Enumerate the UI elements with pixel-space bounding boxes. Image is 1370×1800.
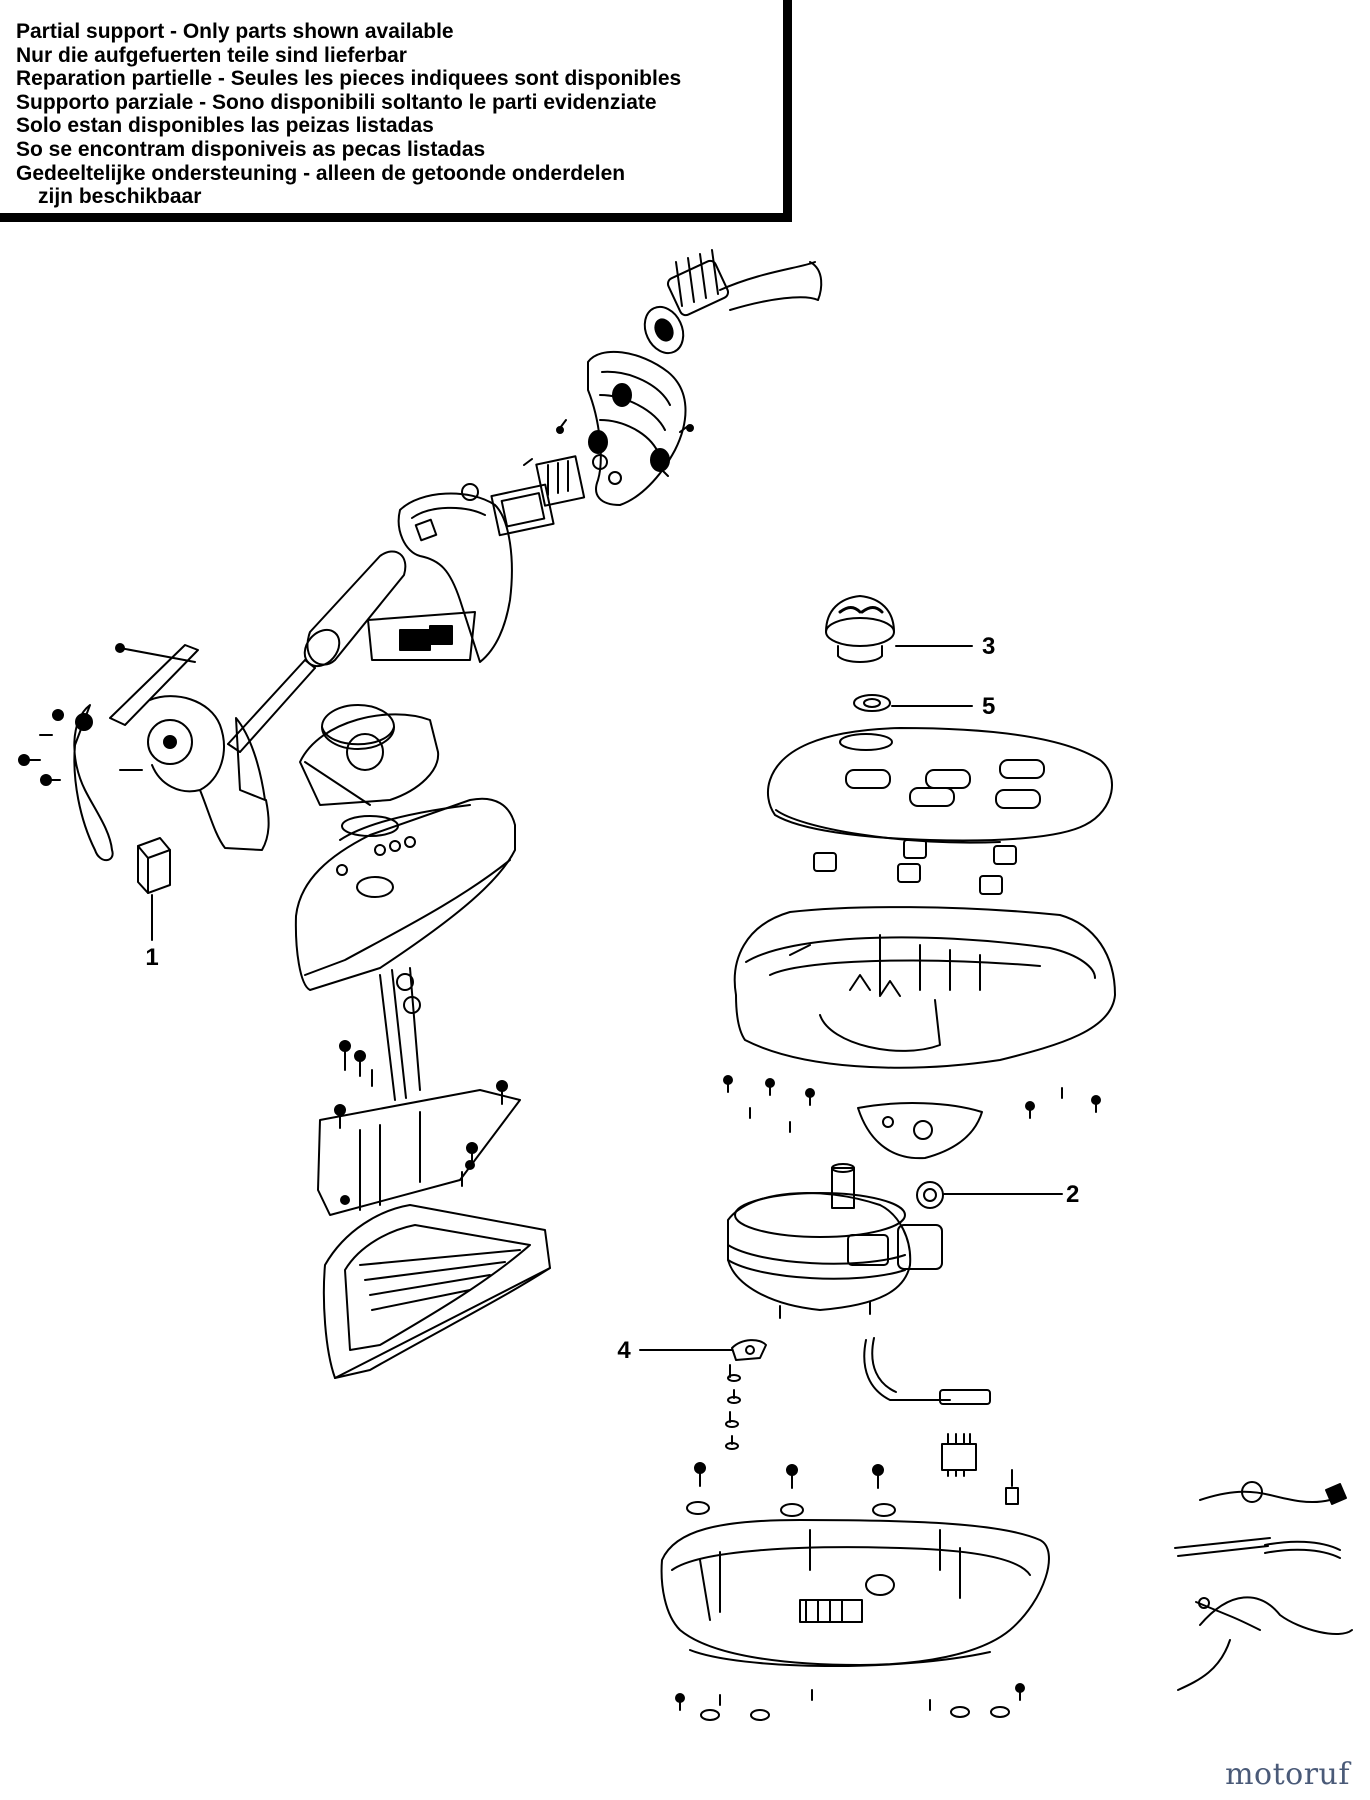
notice-text-block: Partial support - Only parts shown avail… xyxy=(16,20,681,209)
brand-name: motoruf xyxy=(1225,1757,1350,1792)
notice-line-en: Partial support - Only parts shown avail… xyxy=(16,20,454,43)
rear-handle-cover xyxy=(587,350,687,506)
hose-with-strain-relief xyxy=(643,249,823,355)
callout-2: 2 xyxy=(1066,1181,1079,1208)
part-3-filler-cap xyxy=(825,595,895,663)
generator-upper-housing xyxy=(733,906,1116,1069)
steam-boiler xyxy=(727,1163,943,1319)
brand-watermark: motoruf xyxy=(1225,1757,1350,1792)
panel-button-caps xyxy=(813,839,1017,895)
spindle-rod xyxy=(227,659,316,753)
base-fasteners xyxy=(686,1462,1019,1517)
callout-4: 4 xyxy=(617,1337,631,1364)
iron-upper-housing xyxy=(294,797,516,991)
iron-internal-frame xyxy=(317,967,521,1216)
callout-5: 5 xyxy=(982,693,995,720)
temperature-dial-housing xyxy=(299,704,440,806)
generator-top-panel xyxy=(766,727,1113,844)
notice-line-nl-cont: zijn beschikbaar xyxy=(38,185,202,209)
part-2-indicator-lamp xyxy=(916,1181,944,1209)
handle-grip xyxy=(303,550,407,668)
notice-line-de: Nur die aufgefuerten teile sind lieferba… xyxy=(16,43,407,67)
power-cord-and-wires xyxy=(1174,1481,1353,1691)
cover-screws xyxy=(523,419,694,477)
notice-line-nl: Gedeeltelijke ondersteuning - alleen de … xyxy=(16,161,626,185)
housing-screws xyxy=(723,1075,1101,1133)
partial-support-notice-box: Partial support - Only parts shown avail… xyxy=(0,0,792,222)
frame-screws xyxy=(334,1040,508,1187)
part-5-cap-seal xyxy=(853,694,891,712)
steam-switch-assembly xyxy=(461,454,622,537)
notice-line-pt: So se encontram disponiveis as pecas lis… xyxy=(16,137,486,161)
callout-3: 3 xyxy=(982,633,995,660)
callout-1: 1 xyxy=(145,944,158,971)
handle-shell xyxy=(367,492,513,663)
internal-hose-and-connector xyxy=(863,1337,991,1477)
notice-line-it: Supporto parziale - Sono disponibili sol… xyxy=(16,90,657,114)
iron-soleplate xyxy=(322,1204,551,1379)
notice-line-fr: Reparation partielle - Seules les pieces… xyxy=(16,67,682,91)
part-4-thermostat xyxy=(731,1339,767,1361)
trigger-bracket xyxy=(18,643,270,862)
exploded-parts-diagram: 1 2 3 4 5 xyxy=(18,249,1353,1721)
generator-base-housing xyxy=(660,1519,1050,1721)
notice-line-es: Solo estan disponibles las peizas listad… xyxy=(16,114,434,138)
front-panel-insert xyxy=(857,1102,983,1160)
part-1-transformer-block xyxy=(137,837,171,894)
thermostat-fasteners xyxy=(725,1364,741,1450)
